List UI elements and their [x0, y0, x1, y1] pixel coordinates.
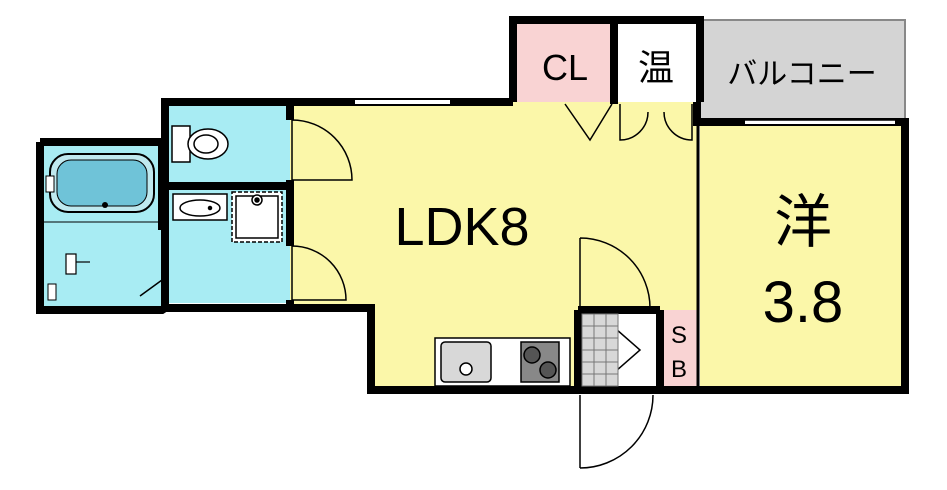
toilet-door — [291, 119, 353, 181]
stove-icon — [520, 341, 560, 383]
bath-door — [139, 278, 163, 310]
entrance-door-upper — [579, 237, 651, 309]
shoe-box-label-s: S — [671, 322, 687, 349]
ldk-label: LDK8 — [394, 197, 529, 257]
balcony-area — [699, 19, 906, 123]
western-room-area — [700, 124, 905, 390]
washbasin-icon — [172, 193, 228, 221]
bath-step — [47, 283, 57, 301]
toilet-icon — [171, 125, 229, 163]
ldk-area — [290, 102, 697, 390]
shoe-box-label-b: B — [671, 356, 687, 383]
balcony-label: バルコニー — [727, 58, 876, 91]
closet-door — [564, 103, 613, 142]
heater-door — [619, 104, 693, 141]
western-room-size: 3.8 — [763, 270, 844, 335]
closet-area — [513, 20, 613, 102]
shoe-box-area — [662, 310, 698, 390]
shower-faucet-icon — [65, 253, 90, 275]
water-heater-area — [615, 20, 697, 102]
western-room-kanji: 洋 — [774, 190, 832, 255]
washing-machine-icon — [231, 191, 283, 243]
water-heater-label: 温 — [638, 47, 674, 88]
entrance-door-lower — [579, 394, 654, 469]
genkan-tiles — [581, 313, 619, 387]
bathtub-icon — [45, 153, 155, 213]
closet-label: CL — [542, 47, 588, 88]
washroom-door — [291, 245, 347, 301]
